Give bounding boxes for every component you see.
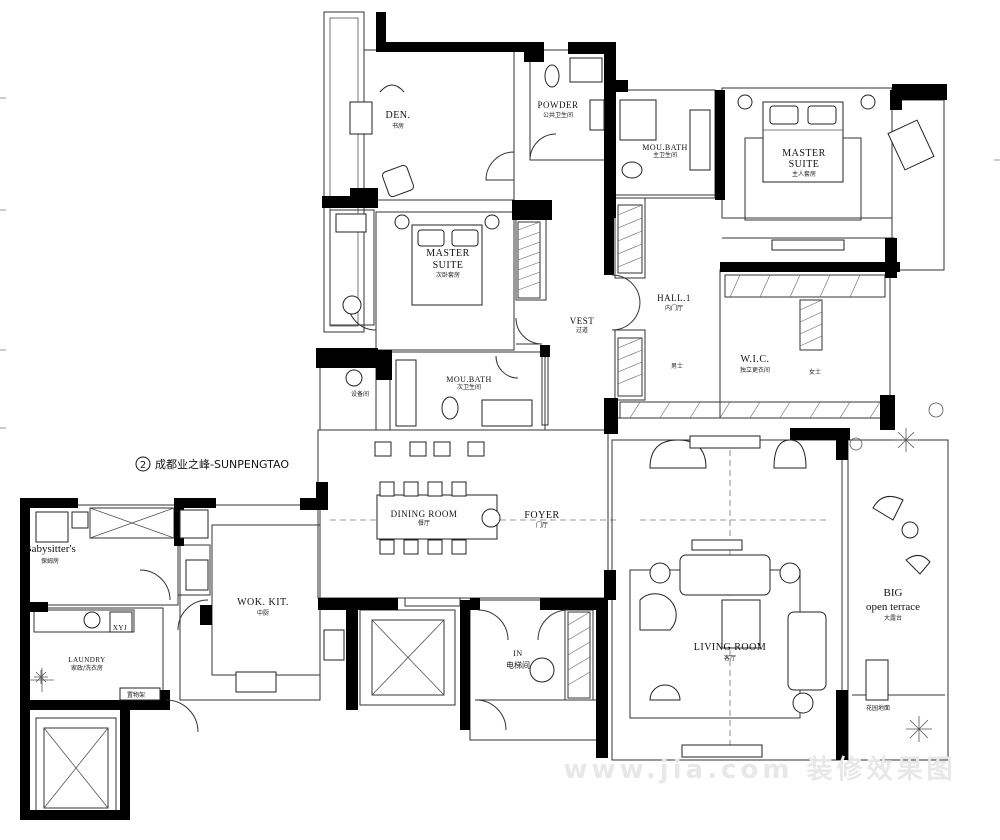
hall-cn-label: 内门厅 [665, 304, 683, 312]
wok-label: WOK. KIT. [237, 597, 289, 608]
elevator-cn-label: 电梯间 [506, 660, 530, 670]
room-labels: DEN. 书房 POWDER 公共卫生间 MOU.BATH 主卫生间 MASTE… [24, 100, 920, 712]
wic-label: W.I.C. [740, 354, 769, 365]
watermark: www.jia.com 装修效果图 [564, 754, 957, 785]
living-label: LIVING ROOM [694, 642, 766, 653]
master-suite-right-cn-label: 主人套房 [792, 170, 816, 178]
hall-label: HALL.1 [657, 293, 691, 303]
powder-cn-label: 公共卫生间 [543, 111, 573, 119]
edge-ticks [0, 97, 1000, 429]
laundry-cn-label: 家政/洗衣房 [71, 664, 103, 672]
vest-label: VEST [570, 316, 595, 326]
babysitter-label: Babysitter's [24, 543, 75, 555]
title-text: 成都业之峰-SUNPENGTAO [155, 457, 289, 471]
store-label: 置物架 [127, 691, 145, 699]
master-suite-right-label-2: SUITE [789, 159, 820, 170]
title-number: 2 [140, 460, 146, 471]
vest-cn-label: 过道 [576, 326, 588, 334]
master-suite-mid-cn-label: 次卧套房 [436, 271, 460, 279]
terrace-small-label: 花园地面 [866, 704, 890, 712]
mou-bath-mid-cn-label: 次卫生间 [457, 383, 481, 391]
dining-cn-label: 餐厅 [418, 519, 430, 527]
laundry-label: LAUNDRY [68, 656, 105, 664]
master-suite-mid-label-1: MASTER [426, 248, 470, 259]
wic-male-label: 男士 [671, 362, 683, 370]
wic-cn-label: 独立更衣间 [740, 366, 770, 374]
xyj-label: XYJ [113, 624, 127, 632]
powder-label: POWDER [538, 100, 579, 110]
foyer-cn-label: 门厅 [536, 521, 548, 529]
doors [139, 133, 641, 733]
wic-female-label: 女士 [809, 368, 821, 376]
dining-label: DINING ROOM [391, 509, 458, 519]
den-cn-label: 书房 [392, 122, 404, 130]
master-suite-right-label-1: MASTER [782, 148, 826, 159]
drawing-title: 2 成都业之峰-SUNPENGTAO [135, 456, 289, 472]
terrace-cn-label: 大露台 [884, 614, 902, 622]
babysitter-cn-label: 保姆房 [41, 557, 59, 565]
den-label: DEN. [385, 110, 410, 121]
mou-bath-mid-label: MOU.BATH [446, 375, 492, 384]
elevator-in-label: IN [513, 649, 522, 658]
foyer-label: FOYER [524, 510, 559, 521]
master-suite-mid-label-2: SUITE [433, 260, 464, 271]
structural-walls [20, 12, 947, 820]
living-cn-label: 客厅 [724, 654, 736, 662]
mou-bath-top-label: MOU.BATH [642, 143, 688, 152]
terrace-label-1: BIG [884, 587, 903, 599]
wok-cn-label: 中厨 [257, 609, 269, 617]
terrace-label-2: open terrace [866, 601, 920, 613]
furniture [35, 57, 935, 758]
plants [30, 402, 944, 742]
storage-label: 设备间 [351, 390, 369, 398]
mou-bath-top-cn-label: 主卫生间 [653, 151, 677, 159]
